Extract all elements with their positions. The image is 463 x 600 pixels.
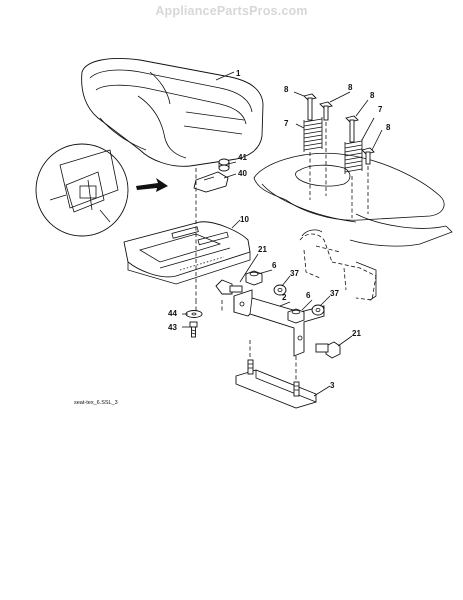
washer-37a-part[interactable] [273, 284, 287, 296]
spring-bolt-1-part[interactable] [303, 93, 317, 121]
callout-8d: 8 [386, 123, 391, 132]
callout-37a: 37 [290, 269, 299, 278]
latch-detail-inset [35, 143, 129, 237]
callout-2: 2 [282, 293, 287, 302]
diagram-caption: seat-tex_6.SSL_3 [74, 400, 118, 406]
locknut-1-part[interactable] [245, 270, 263, 286]
watermark: AppliancePartsPros.com [155, 4, 308, 18]
washer-part[interactable] [185, 310, 203, 318]
callout-8c: 8 [370, 91, 375, 100]
callout-6b: 6 [306, 291, 311, 300]
callout-44: 44 [168, 309, 177, 318]
mounting-plate-part[interactable] [235, 359, 317, 409]
callout-40: 40 [238, 169, 247, 178]
callout-21b: 21 [352, 329, 361, 338]
spring-left-part[interactable] [303, 117, 323, 152]
callout-43: 43 [168, 323, 177, 332]
pivot-bracket-part[interactable] [193, 171, 229, 193]
spring-bolt-2-part[interactable] [319, 101, 333, 121]
callout-10: 10 [240, 215, 249, 224]
washer-37b-part[interactable] [311, 304, 325, 316]
callout-8b: 8 [348, 83, 353, 92]
tractor-frame-outline [253, 152, 453, 301]
callout-3: 3 [330, 381, 335, 390]
callout-37b: 37 [330, 289, 339, 298]
seat-pan-part[interactable] [123, 221, 251, 285]
callout-7a: 7 [284, 119, 289, 128]
shoulder-bolt-right-part[interactable] [315, 341, 341, 359]
spring-right-part[interactable] [344, 139, 363, 174]
callout-1: 1 [236, 69, 241, 78]
spring-bolt-3-part[interactable] [345, 115, 359, 143]
callout-8a: 8 [284, 85, 289, 94]
shoulder-bolt-left-part[interactable] [215, 279, 243, 295]
spring-bolt-4-part[interactable] [361, 147, 375, 165]
bolt-part[interactable] [189, 321, 198, 338]
callout-21a: 21 [258, 245, 267, 254]
detail-arrow [136, 178, 168, 192]
callout-7b: 7 [378, 105, 383, 114]
leader-lines [182, 71, 383, 397]
locknut-2-part[interactable] [287, 308, 305, 324]
mounting-bracket-part[interactable] [233, 289, 325, 357]
callout-41: 41 [238, 153, 247, 162]
bumper-spring-part[interactable] [218, 158, 230, 172]
callout-6a: 6 [272, 261, 277, 270]
seat-part[interactable] [81, 58, 264, 167]
